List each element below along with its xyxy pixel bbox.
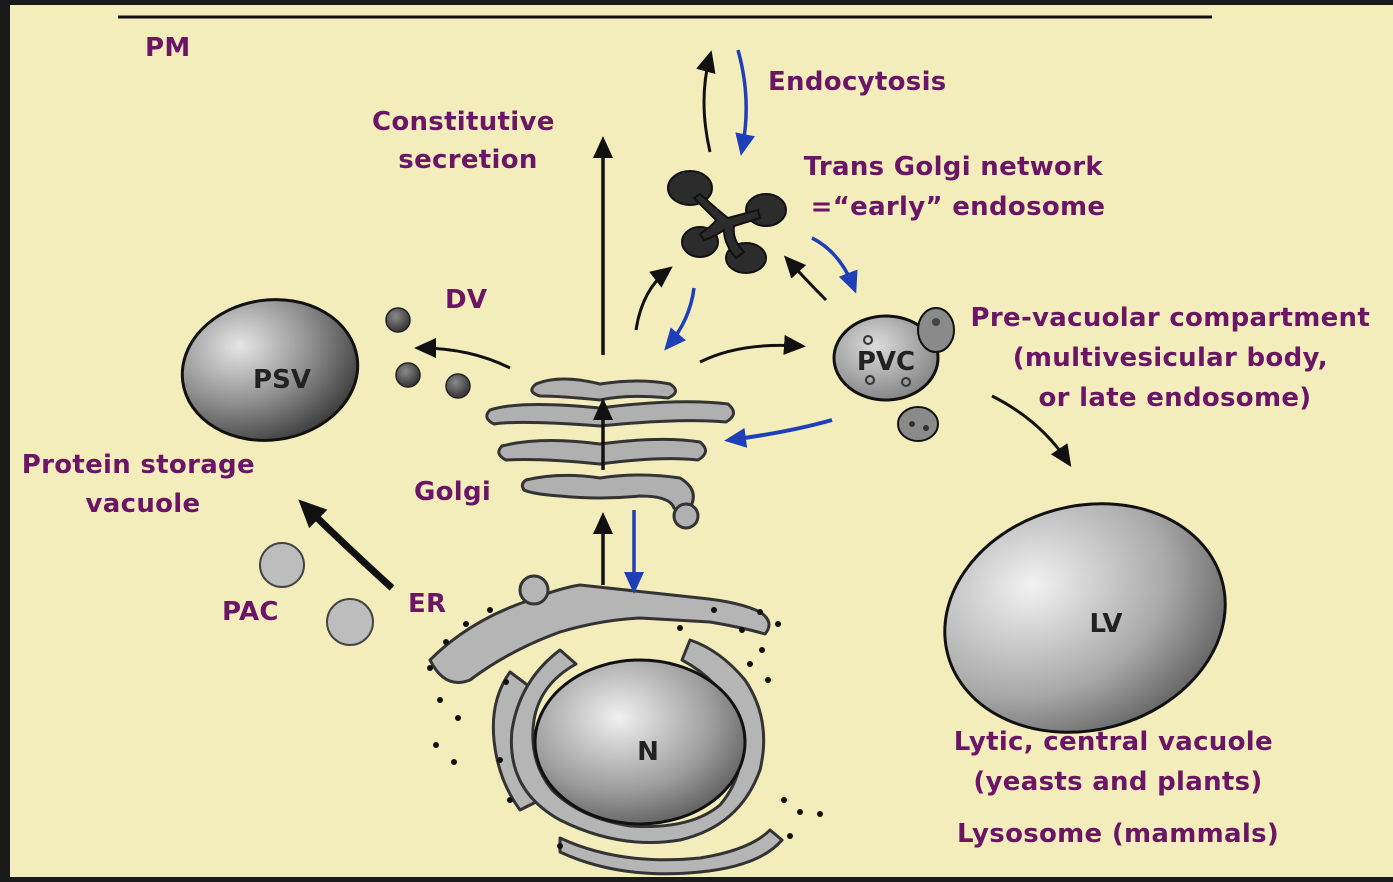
pvc-organelle-label: PVC	[857, 347, 915, 377]
psv-organelle-label: PSV	[253, 365, 311, 395]
lv-organelle-label: LV	[1089, 609, 1122, 639]
golgi-label: Golgi	[414, 477, 491, 507]
dv-label: DV	[445, 285, 487, 315]
endocytosis-label: Endocytosis	[768, 67, 947, 97]
n-organelle-label: N	[637, 737, 659, 767]
pm-label: PM	[145, 33, 191, 63]
er-label: ER	[408, 589, 446, 619]
lysosome-label: Lysosome (mammals)	[957, 819, 1279, 849]
pac-label: PAC	[222, 597, 279, 627]
